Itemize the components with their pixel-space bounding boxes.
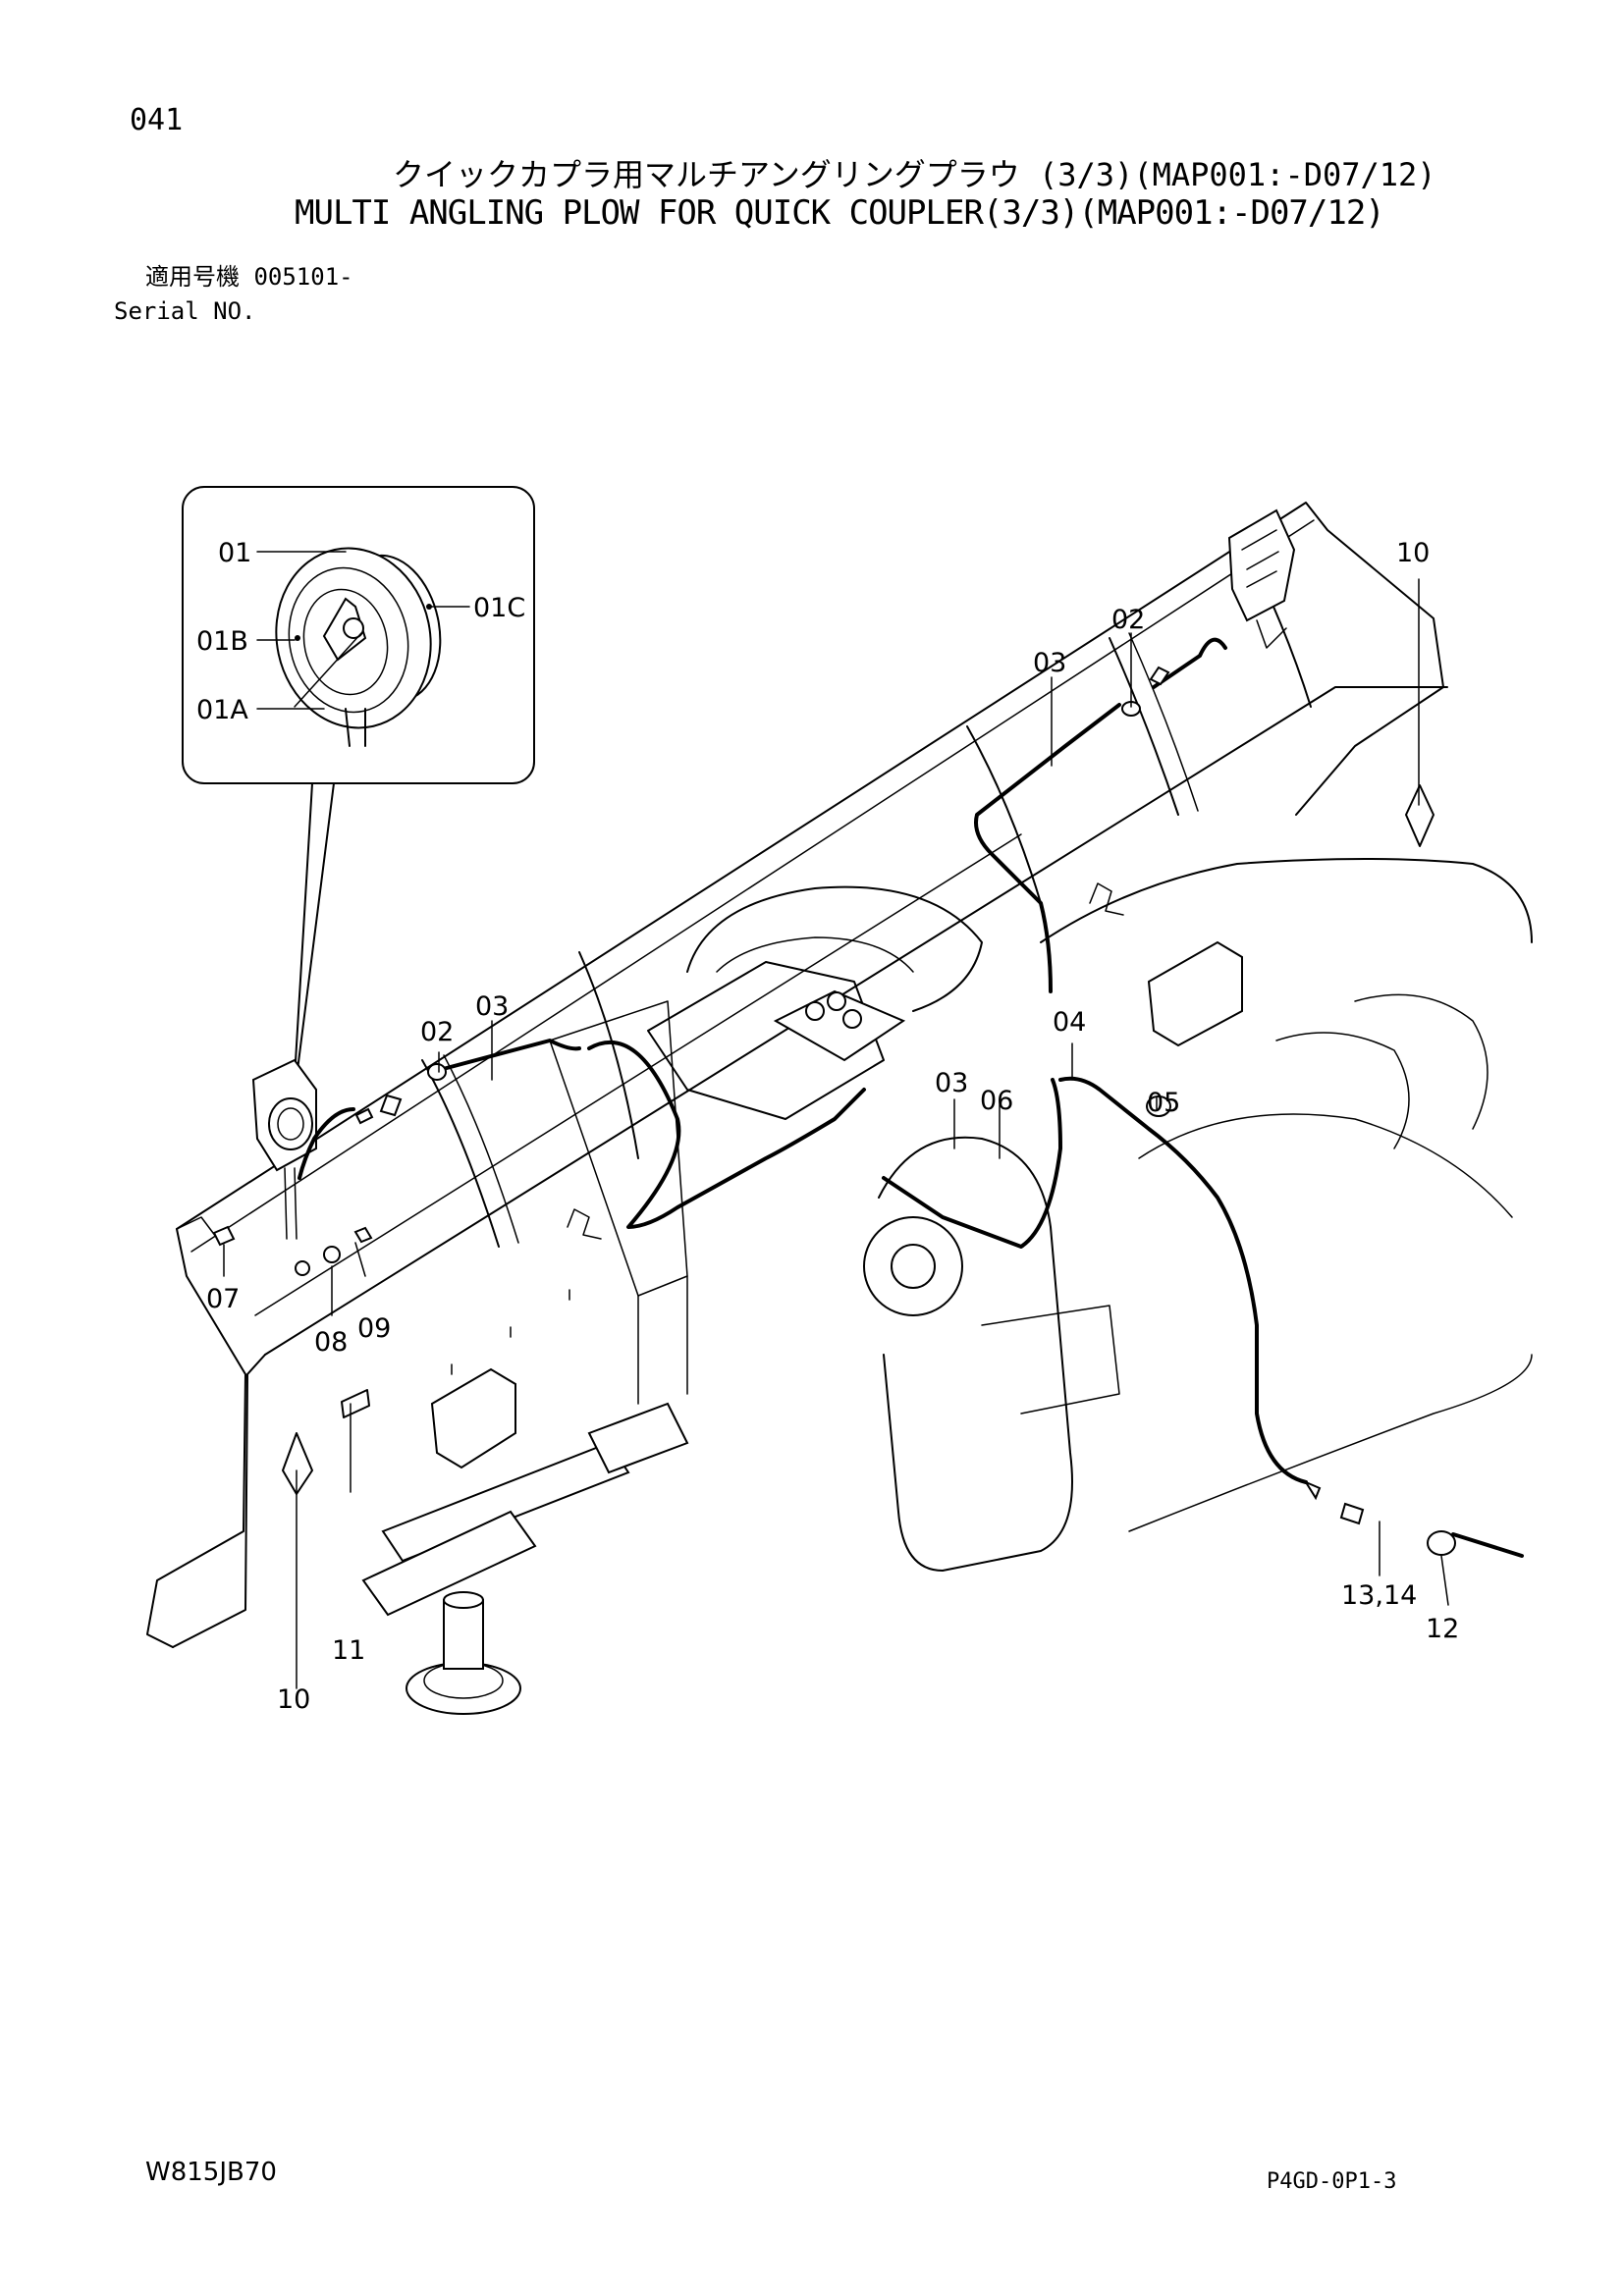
label-11: 11 bbox=[332, 1635, 365, 1666]
label-10-right: 10 bbox=[1396, 538, 1430, 568]
right-work-lamp-icon bbox=[1227, 508, 1296, 649]
label-03-right: 03 bbox=[1033, 648, 1066, 678]
label-07: 07 bbox=[206, 1284, 240, 1314]
left-work-lamp-icon bbox=[251, 1058, 317, 1240]
label-01a: 01A bbox=[196, 695, 248, 725]
label-01c: 01C bbox=[473, 593, 525, 623]
plow-frame bbox=[361, 858, 1533, 1715]
title-english: MULTI ANGLING PLOW FOR QUICK COUPLER(3/3… bbox=[295, 193, 1385, 233]
label-01b: 01B bbox=[196, 626, 248, 657]
label-03-left: 03 bbox=[475, 991, 509, 1022]
decals bbox=[282, 784, 1435, 1495]
serial-number-japanese: 適用号機 005101- bbox=[145, 263, 353, 291]
serial-number-english: Serial NO. bbox=[114, 297, 256, 325]
work-lamp-icon bbox=[275, 547, 442, 747]
label-06: 06 bbox=[980, 1086, 1013, 1116]
label-02-left: 02 bbox=[420, 1017, 454, 1047]
label-05: 05 bbox=[1147, 1088, 1180, 1118]
title-japanese: クイックカプラ用マルチアングリングプラウ (3/3)(MAP001:-D07/1… bbox=[393, 156, 1436, 193]
plow-blade bbox=[146, 502, 1448, 1648]
page-code: P4GD-0P1-3 bbox=[1267, 2169, 1397, 2194]
label-09: 09 bbox=[357, 1313, 391, 1344]
wire-harness bbox=[212, 637, 1524, 1558]
label-01: 01 bbox=[218, 538, 251, 568]
label-12: 12 bbox=[1426, 1614, 1459, 1644]
label-03-middle: 03 bbox=[935, 1068, 968, 1098]
label-04: 04 bbox=[1053, 1007, 1086, 1038]
label-10-left: 10 bbox=[277, 1684, 310, 1715]
page-number: 041 bbox=[130, 103, 184, 137]
label-13-14: 13,14 bbox=[1341, 1580, 1417, 1611]
lamp-detail-inset: 01 01B 01A 01C bbox=[182, 486, 535, 1079]
label-02-right: 02 bbox=[1111, 605, 1145, 635]
label-08: 08 bbox=[314, 1327, 348, 1358]
part-leaders bbox=[223, 578, 1449, 1689]
drawing-code: W815JB70 bbox=[145, 2158, 277, 2187]
